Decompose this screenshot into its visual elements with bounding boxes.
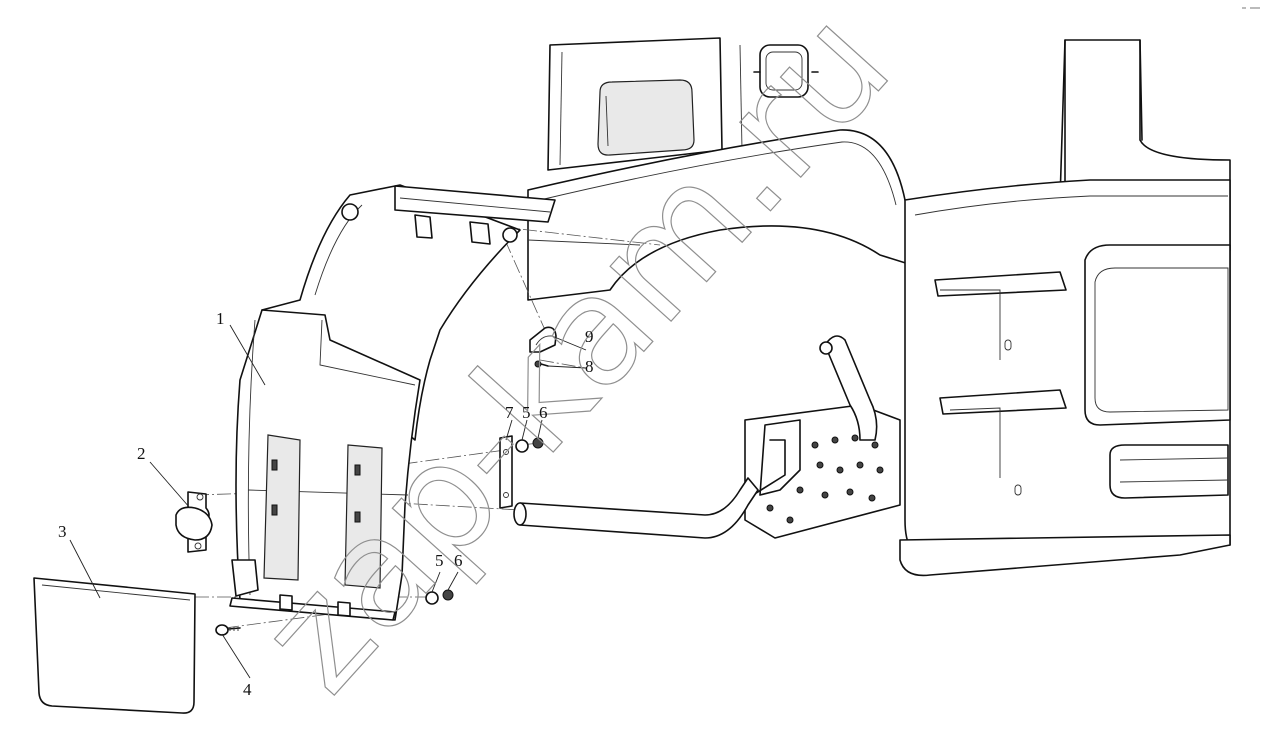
part-clamp-bracket (175, 491, 213, 553)
callout-8: 8 (585, 357, 594, 376)
part-bolt (215, 624, 241, 636)
callout-9: 9 (585, 327, 594, 346)
callout-5-upper: 5 (522, 403, 531, 422)
corner-mark (1242, 7, 1260, 9)
leader-lines (69, 324, 587, 679)
callout-4: 4 (243, 680, 252, 699)
part-strap-plate (499, 435, 513, 509)
part-clip-screw (529, 326, 557, 368)
callout-5-lower: 5 (435, 551, 444, 570)
callout-labels: 1 2 3 4 7 5 6 5 6 9 8 (58, 309, 594, 699)
callout-3: 3 (58, 522, 67, 541)
callout-6-upper: 6 (539, 403, 548, 422)
callout-1: 1 (216, 309, 225, 328)
callout-7: 7 (505, 403, 514, 422)
support-tube (513, 477, 759, 539)
truck-body-background (527, 37, 1231, 577)
callout-2: 2 (137, 444, 146, 463)
part-nuts-washers (425, 437, 544, 605)
part-fender (229, 184, 556, 621)
part-mud-flap (33, 577, 196, 714)
callout-6-lower: 6 (454, 551, 463, 570)
